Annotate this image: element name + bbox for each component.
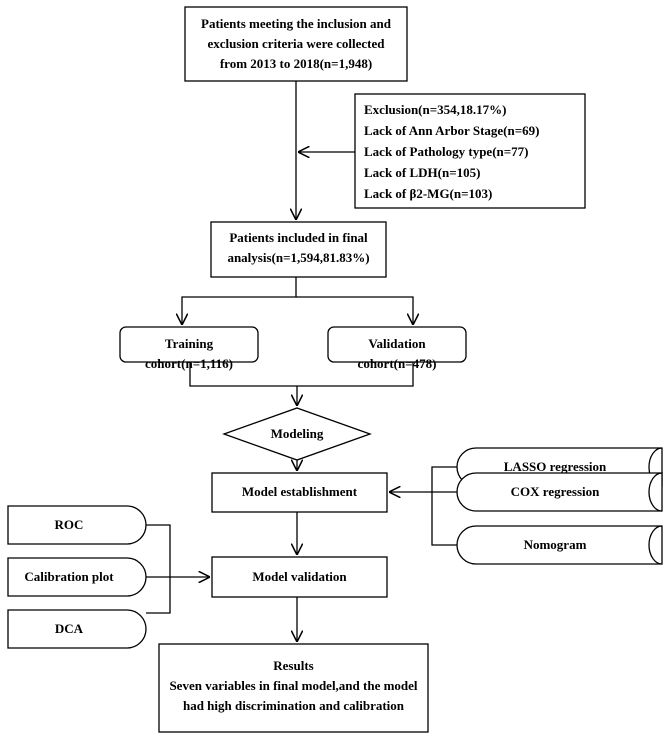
included-box — [210, 221, 387, 278]
training-box — [119, 326, 259, 363]
exclusion-box — [354, 93, 586, 209]
exclusion-line-5: Lack of β2-MG(n=103) — [364, 186, 493, 201]
included-line-2: analysis(n=1,594,81.83%) — [227, 250, 370, 266]
start-line-2: exclusion criteria were collected — [207, 36, 385, 52]
included-box-text: Patients included in final analysis(n=1,… — [211, 228, 386, 268]
model-validation-label: Model validation — [252, 569, 347, 584]
method-label-1: LASSO regression — [503, 459, 607, 474]
start-box-text: Patients meeting the inclusion and exclu… — [185, 14, 407, 74]
establishment-box — [211, 472, 388, 513]
exclusion-line-1: Exclusion(n=354,18.17%) — [364, 102, 507, 117]
exclusion-line-4: Lack of LDH(n=105) — [364, 165, 481, 180]
start-box — [184, 6, 408, 82]
connectors — [146, 81, 457, 642]
method-label-3: Nomogram — [523, 537, 587, 552]
results-line-2: had high discrimination and calibration — [182, 698, 405, 713]
modeling-label: Modeling — [270, 426, 324, 441]
training-label: Training cohort(n=1,116) — [145, 336, 233, 372]
validation-tool-label-2: Calibration plot — [24, 569, 114, 584]
validation-cohort-box — [327, 326, 467, 363]
results-box — [158, 643, 429, 733]
validation-cohort-label: Validation cohort(n=478) — [357, 336, 437, 372]
included-line-1: Patients included in final — [229, 230, 368, 245]
results-box-text: Results Seven variables in final model,a… — [159, 656, 428, 716]
model-validation-box — [211, 556, 388, 598]
validation-tool-label-3: DCA — [54, 621, 84, 636]
results-title: Results — [273, 658, 314, 673]
method-label-2: COX regression — [510, 484, 600, 499]
establishment-label: Model establishment — [241, 484, 358, 499]
exclusion-line-2: Lack of Ann Arbor Stage(n=69) — [364, 123, 540, 138]
start-line-1: Patients meeting the inclusion and — [201, 16, 391, 31]
exclusion-line-3: Lack of Pathology type(n=77) — [364, 144, 529, 159]
exclusion-box-text: Exclusion(n=354,18.17%) Lack of Ann Arbo… — [364, 99, 584, 204]
results-line-1: Seven variables in final model,and the m… — [169, 678, 418, 693]
start-line-3: from 2013 to 2018(n=1,948) — [219, 56, 373, 72]
validation-tool-label-1: ROC — [54, 517, 84, 532]
